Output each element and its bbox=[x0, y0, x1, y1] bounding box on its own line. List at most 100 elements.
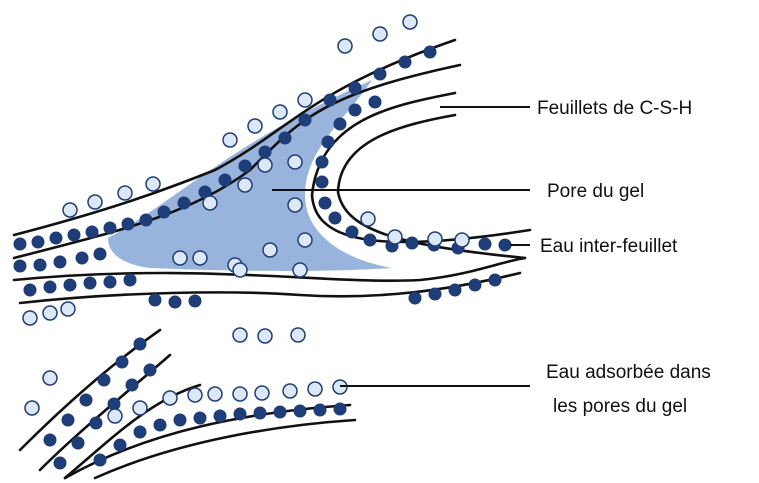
adsorbed-water-molecule bbox=[233, 328, 247, 342]
interlayer-water-molecule bbox=[72, 437, 84, 449]
interlayer-water-molecule bbox=[114, 439, 126, 451]
interlayer-water-molecule bbox=[126, 379, 138, 391]
adsorbed-water-molecule bbox=[273, 105, 287, 119]
adsorbed-water-molecule bbox=[208, 387, 222, 401]
interlayer-water-molecule bbox=[334, 118, 346, 130]
adsorbed-water-molecule bbox=[338, 39, 352, 53]
interlayer-water-molecule bbox=[124, 274, 136, 286]
interlayer-water-molecule bbox=[86, 226, 98, 238]
interlayer-water-molecule bbox=[374, 68, 386, 80]
adsorbed-water-molecule bbox=[291, 328, 305, 342]
interlayer-water-molecule bbox=[409, 292, 421, 304]
interlayer-water-molecule bbox=[399, 56, 411, 68]
label-adsorbed-line2: les pores du gel bbox=[553, 396, 687, 417]
adsorbed-water-molecule bbox=[193, 251, 207, 265]
adsorbed-water-molecule bbox=[298, 233, 312, 247]
interlayer-water-molecule bbox=[116, 356, 128, 368]
interlayer-water-molecule bbox=[90, 417, 102, 429]
interlayer-water-molecule bbox=[104, 276, 116, 288]
adsorbed-water-molecule bbox=[23, 311, 37, 325]
interlayer-water-molecule bbox=[499, 239, 511, 251]
interlayer-water-molecule bbox=[349, 82, 361, 94]
adsorbed-water-molecule bbox=[258, 329, 272, 343]
adsorbed-water-molecule bbox=[223, 133, 237, 147]
interlayer-water-molecule bbox=[84, 277, 96, 289]
interlayer-water-molecule bbox=[144, 364, 156, 376]
adsorbed-water-molecule bbox=[288, 155, 302, 169]
interlayer-water-molecule bbox=[98, 374, 110, 386]
interlayer-water-molecule bbox=[149, 294, 161, 306]
interlayer-water-molecule bbox=[14, 238, 26, 250]
adsorbed-water-molecule bbox=[288, 198, 302, 212]
interlayer-water-molecule bbox=[316, 176, 328, 188]
interlayer-water-molecule bbox=[32, 236, 44, 248]
interlayer-water-molecule bbox=[158, 206, 170, 218]
interlayer-water-molecule bbox=[108, 398, 120, 410]
interlayer-water-molecule bbox=[178, 197, 190, 209]
label-adsorbed-line1: Eau adsorbée dans bbox=[546, 362, 711, 383]
adsorbed-water-molecule bbox=[388, 230, 402, 244]
adsorbed-water-molecule bbox=[43, 371, 57, 385]
adsorbed-water-molecule bbox=[263, 243, 277, 257]
adsorbed-water-molecule bbox=[298, 93, 312, 107]
adsorbed-water-molecule bbox=[403, 15, 417, 29]
interlayer-water-molecule bbox=[189, 295, 201, 307]
interlayer-water-molecule bbox=[174, 414, 186, 426]
interlayer-water-molecule bbox=[234, 408, 246, 420]
interlayer-water-molecule bbox=[319, 197, 331, 209]
interlayer-water-molecule bbox=[14, 260, 26, 272]
interlayer-water-molecule bbox=[76, 252, 88, 264]
adsorbed-water-molecule bbox=[88, 195, 102, 209]
adsorbed-water-molecule bbox=[61, 302, 75, 316]
label-sheets: Feuillets de C-S-H bbox=[537, 98, 692, 119]
interlayer-water-molecule bbox=[406, 237, 418, 249]
interlayer-water-molecule bbox=[479, 238, 491, 250]
adsorbed-water-molecule bbox=[258, 158, 272, 172]
interlayer-water-molecule bbox=[254, 407, 266, 419]
interlayer-water-molecule bbox=[54, 256, 66, 268]
interlayer-water-molecule bbox=[154, 419, 166, 431]
interlayer-water-molecule bbox=[169, 296, 181, 308]
interlayer-water-molecule bbox=[94, 454, 106, 466]
adsorbed-water-molecule bbox=[173, 251, 187, 265]
interlayer-water-molecule bbox=[104, 222, 116, 234]
interlayer-water-molecule bbox=[54, 457, 66, 469]
adsorbed-water-molecule bbox=[25, 401, 39, 415]
interlayer-water-molecule bbox=[429, 288, 441, 300]
adsorbed-water-molecule bbox=[133, 401, 147, 415]
adsorbed-water-molecule bbox=[118, 186, 132, 200]
interlayer-water-molecule bbox=[44, 281, 56, 293]
interlayer-water-molecule bbox=[122, 218, 134, 230]
interlayer-water-molecule bbox=[294, 405, 306, 417]
interlayer-water-molecule bbox=[316, 156, 328, 168]
sheet-line bbox=[95, 420, 355, 478]
adsorbed-water-molecule bbox=[108, 409, 122, 423]
adsorbed-water-molecule bbox=[293, 263, 307, 277]
interlayer-water-molecule bbox=[369, 96, 381, 108]
adsorbed-water-molecule bbox=[233, 263, 247, 277]
adsorbed-water-molecule bbox=[248, 119, 262, 133]
adsorbed-water-molecule bbox=[146, 177, 160, 191]
interlayer-water-molecule bbox=[349, 104, 361, 116]
interlayer-water-molecule bbox=[64, 279, 76, 291]
interlayer-water-molecule bbox=[68, 229, 80, 241]
interlayer-water-molecule bbox=[214, 410, 226, 422]
interlayer-water-molecule bbox=[279, 132, 291, 144]
interlayer-water-molecule bbox=[50, 232, 62, 244]
adsorbed-water-molecule bbox=[163, 391, 177, 405]
interlayer-water-molecule bbox=[329, 212, 341, 224]
interlayer-water-molecule bbox=[134, 426, 146, 438]
interlayer-water-molecule bbox=[346, 226, 358, 238]
interlayer-water-molecule bbox=[134, 338, 146, 350]
adsorbed-water-molecule bbox=[203, 196, 217, 210]
interlayer-water-molecule bbox=[239, 160, 251, 172]
interlayer-water-molecule bbox=[259, 146, 271, 158]
interlayer-water-molecule bbox=[34, 259, 46, 271]
interlayer-water-molecule bbox=[44, 434, 56, 446]
interlayer-water-molecule bbox=[469, 279, 481, 291]
interlayer-water-molecule bbox=[94, 248, 106, 260]
interlayer-water-molecule bbox=[364, 234, 376, 246]
adsorbed-water-molecule bbox=[63, 203, 77, 217]
interlayer-water-molecule bbox=[274, 406, 286, 418]
